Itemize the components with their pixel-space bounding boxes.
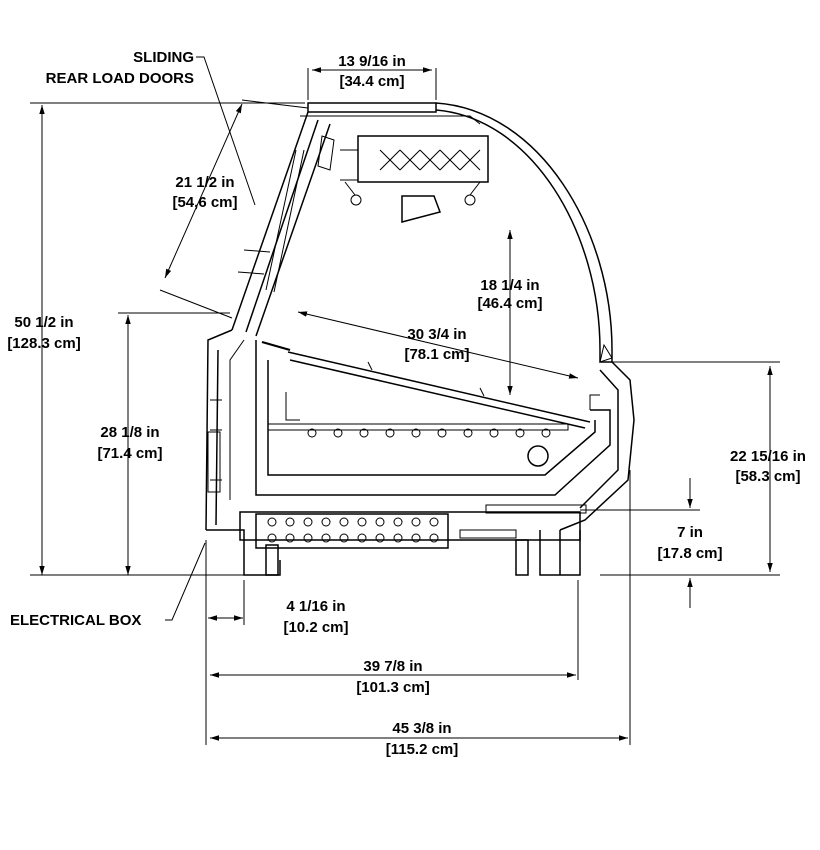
case-outline [205, 102, 635, 576]
dim-kick-in: 7 in [677, 524, 703, 541]
dim-base-width-in: 39 7/8 in [363, 658, 422, 675]
dim-front-height-in: 22 15/16 in [730, 448, 806, 465]
dim-front-height-cm: [58.3 cm] [735, 468, 800, 485]
dim-offset-cm: [10.2 cm] [283, 619, 348, 636]
dim-top-width-cm: [34.4 cm] [339, 73, 404, 90]
dim-top-width-in: 13 9/16 in [338, 53, 406, 70]
dim-overall-width-cm: [115.2 cm] [386, 741, 459, 758]
dim-deck-len-cm: [78.1 cm] [404, 346, 469, 363]
dim-base-width-cm: [101.3 cm] [356, 679, 429, 696]
compressor-tubes [267, 517, 439, 543]
dimension-lines [30, 56, 780, 745]
dim-overall-width-in: 45 3/8 in [392, 720, 451, 737]
dim-kick-cm: [17.8 cm] [657, 545, 722, 562]
dim-door-len-in: 21 1/2 in [175, 174, 234, 191]
dim-deck-len-in: 30 3/4 in [407, 326, 466, 343]
dimension-labels: 13 9/16 in [34.4 cm] 21 1/2 in [54,6 cm]… [7, 53, 806, 758]
label-electrical-box: ELECTRICAL BOX [10, 612, 141, 629]
dim-overall-height-in: 50 1/2 in [14, 314, 73, 331]
dim-overall-height-cm: [128.3 cm] [7, 335, 80, 352]
dim-interior-height-cm: [46.4 cm] [477, 295, 542, 312]
coil-tubes [307, 428, 551, 438]
dim-interior-height-in: 18 1/4 in [480, 277, 539, 294]
dim-offset-in: 4 1/16 in [286, 598, 345, 615]
dim-door-len-cm: [54,6 cm] [172, 194, 237, 211]
label-sliding: SLIDING [133, 49, 194, 66]
label-rear-load-doors: REAR LOAD DOORS [46, 70, 194, 87]
callout-labels: SLIDING REAR LOAD DOORS ELECTRICAL BOX [10, 49, 194, 629]
dim-rear-height-cm: [71.4 cm] [97, 445, 162, 462]
dim-rear-height-in: 28 1/8 in [100, 424, 159, 441]
